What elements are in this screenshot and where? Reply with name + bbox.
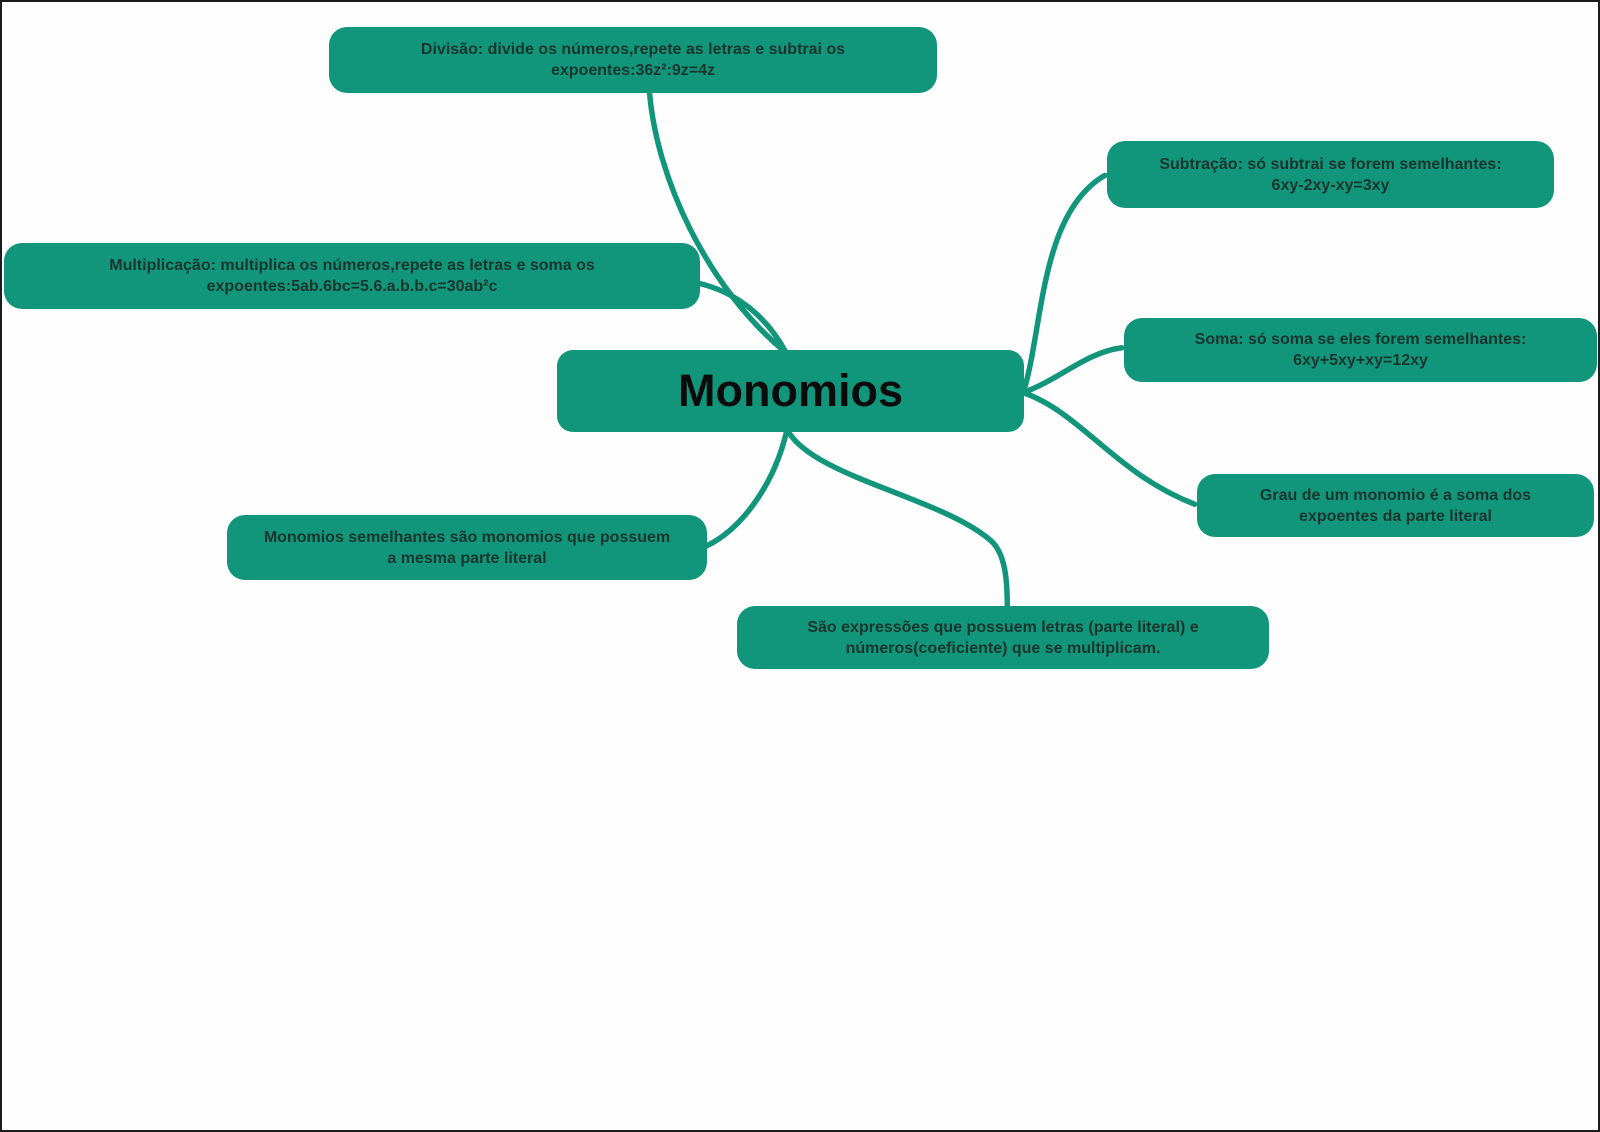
node-multiplicacao[interactable]: Multiplicação: multiplica os números,rep… [4, 243, 700, 309]
node-monomios-semelhantes[interactable]: Monomios semelhantes são monomios que po… [227, 515, 707, 580]
node-monomios-semelhantes-line1: Monomios semelhantes são monomios que po… [263, 528, 671, 546]
node-grau-line2: expoentes da parte literal [1299, 507, 1492, 525]
connector-soma [1020, 345, 1125, 396]
connector-multiplicacao [694, 280, 789, 356]
central-node-monomios[interactable]: Monomios [557, 350, 1024, 432]
node-divisao[interactable]: Divisão: divide os números,repete as let… [329, 27, 937, 93]
node-divisao-line2: expoentes:36z²:9z=4z [550, 62, 716, 79]
node-multiplicacao-line1: Multiplicação: multiplica os números,rep… [109, 257, 595, 274]
connector-divisao [646, 89, 789, 356]
node-sao-expressoes[interactable]: São expressões que possuem letras (parte… [737, 606, 1269, 669]
central-node-label: Monomios [678, 365, 903, 416]
node-subtracao[interactable]: Subtração: só subtrai se forem semelhant… [1107, 141, 1554, 208]
connector-grau [1020, 389, 1198, 507]
connector-sao-expressoes [784, 426, 1011, 609]
node-soma[interactable]: Soma: só soma se eles forem semelhantes:… [1124, 318, 1597, 382]
node-sao-expressoes-line1: São expressões que possuem letras (parte… [807, 618, 1199, 636]
node-soma-line2: 6xy+5xy+xy=12xy [1293, 352, 1428, 369]
connector-subtracao [1020, 172, 1108, 396]
node-sao-expressoes-line2: números(coeficiente) que se multiplicam. [845, 639, 1161, 657]
node-monomios-semelhantes-line2: a mesma parte literal [387, 549, 547, 567]
node-subtracao-line1: Subtração: só subtrai se forem semelhant… [1159, 155, 1502, 173]
node-divisao-line1: Divisão: divide os números,repete as let… [420, 41, 846, 58]
node-grau[interactable]: Grau de um monomio é a soma dos expoente… [1197, 474, 1594, 537]
node-multiplicacao-line2: expoentes:5ab.6bc=5.6.a.b.b.c=30ab²c [206, 278, 498, 295]
connector-semelhantes [703, 426, 790, 549]
node-soma-line1: Soma: só soma se eles forem semelhantes: [1194, 331, 1527, 348]
node-subtracao-line2: 6xy-2xy-xy=3xy [1271, 176, 1390, 194]
node-grau-line1: Grau de um monomio é a soma dos [1259, 486, 1532, 504]
